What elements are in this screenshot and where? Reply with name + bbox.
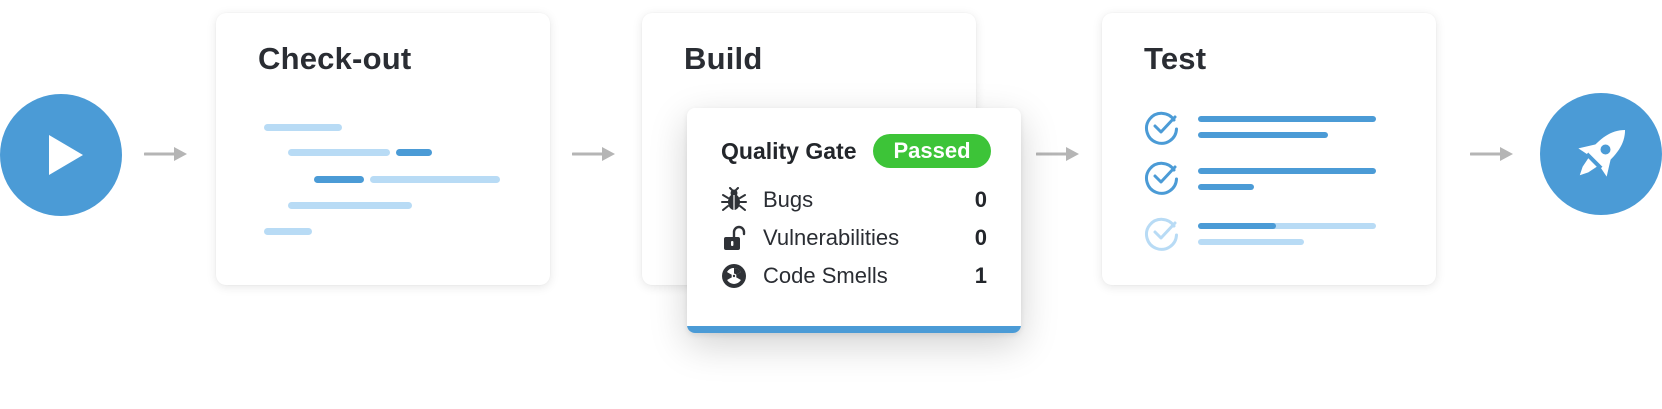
metric-row-vulnerabilities[interactable]: Vulnerabilities 0: [721, 222, 987, 252]
metric-label: Bugs: [763, 187, 814, 212]
flow-arrow-icon: [572, 147, 615, 161]
metric-value: 1: [974, 263, 987, 288]
metric-label: Vulnerabilities: [763, 225, 900, 250]
stage-card-checkout: Check-out: [216, 13, 550, 285]
check-circle-icon: [1145, 111, 1178, 145]
stage-card-test: Test: [1102, 13, 1436, 285]
check-circle-pending-icon: [1145, 217, 1178, 251]
metric-value: 0: [974, 187, 987, 212]
quality-gate-status-badge: Passed: [873, 134, 991, 168]
metric-row-code-smells[interactable]: Code Smells 1: [721, 260, 987, 290]
stage-title: Build: [684, 41, 763, 76]
flow-arrow-icon: [1470, 147, 1513, 161]
flow-arrow-icon: [144, 147, 187, 161]
check-circle-icon: [1145, 161, 1178, 195]
start-play-node: [0, 94, 122, 216]
quality-gate-panel[interactable]: Quality Gate Passed Bugs 0: [687, 108, 1021, 333]
stage-title: Test: [1144, 41, 1207, 76]
metric-label: Code Smells: [763, 263, 888, 288]
radiation-icon: [722, 264, 746, 288]
rocket-icon: [1578, 129, 1626, 177]
stage-title: Check-out: [258, 41, 412, 76]
bug-icon: [721, 187, 747, 211]
flow-arrow-icon: [1036, 147, 1079, 161]
play-icon: [49, 135, 83, 175]
end-deploy-node: [1540, 93, 1662, 215]
metric-row-bugs[interactable]: Bugs 0: [721, 184, 987, 214]
quality-gate-title: Quality Gate: [721, 138, 857, 164]
quality-gate-footer-bar: [687, 326, 1021, 333]
unlocked-padlock-icon: [724, 225, 746, 250]
metric-value: 0: [974, 225, 987, 250]
